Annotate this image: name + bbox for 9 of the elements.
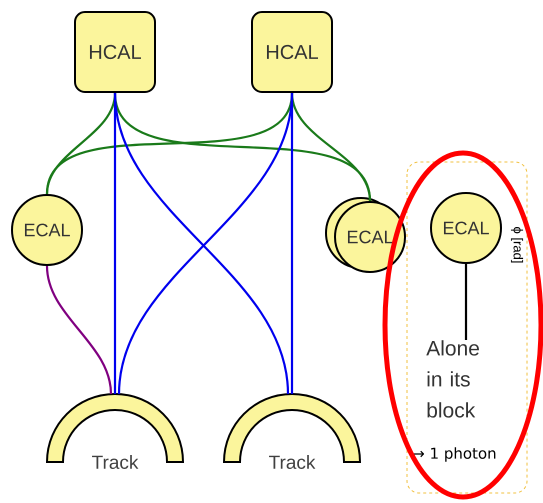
stacked-ecal-circles: ECAL [325, 197, 406, 273]
connector [46, 266, 112, 394]
hcal-box: HCAL [251, 11, 333, 93]
hcal-box: HCAL [74, 11, 156, 93]
track-arc: Track [46, 393, 184, 469]
track-arc: Track [223, 393, 361, 469]
connector [290, 93, 294, 394]
connector [464, 264, 468, 340]
annotation-text: Alone in its block [426, 340, 479, 418]
